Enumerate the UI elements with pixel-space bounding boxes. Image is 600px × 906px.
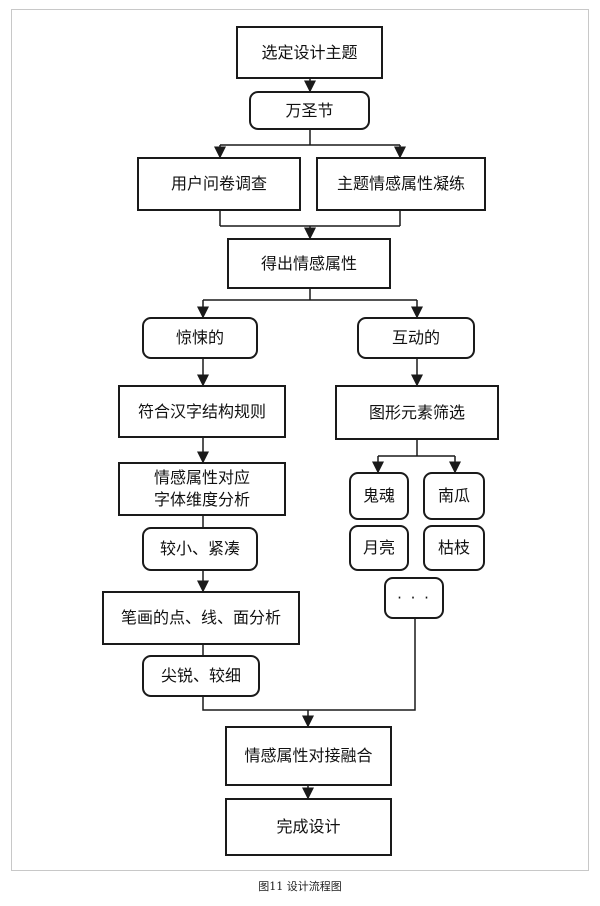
sharp-thin-box: 尖锐、较细 <box>142 655 260 697</box>
graphic-filter-box: 图形元素筛选 <box>335 385 499 440</box>
select-theme-box: 选定设计主题 <box>236 26 383 79</box>
small-compact-box: 较小、紧凑 <box>142 527 258 571</box>
ghost-box: 鬼魂 <box>349 472 409 520</box>
figure-caption: 图11 设计流程图 <box>258 880 342 893</box>
interactive-box: 互动的 <box>357 317 475 359</box>
merge-to-derive <box>219 211 401 227</box>
moon-box: 月亮 <box>349 525 409 571</box>
complete-box: 完成设计 <box>225 798 392 856</box>
pumpkin-box: 南瓜 <box>423 472 485 520</box>
merge-box: 情感属性对接融合 <box>225 726 392 786</box>
merge-to-merge-box <box>202 619 416 711</box>
survey-box: 用户问卷调查 <box>137 157 301 211</box>
split-derive <box>203 289 417 301</box>
split-graphic <box>378 440 455 457</box>
hanzi-rules-box: 符合汉字结构规则 <box>118 385 286 438</box>
branch-box: 枯枝 <box>423 525 485 571</box>
theme-condense-box: 主题情感属性凝练 <box>316 157 486 211</box>
stroke-analysis-box: 笔画的点、线、面分析 <box>102 591 300 645</box>
thrilling-box: 惊悚的 <box>142 317 258 359</box>
diagram-frame <box>11 9 589 871</box>
font-dimension-box: 情感属性对应 字体维度分析 <box>118 462 286 516</box>
split-halloween <box>220 130 400 146</box>
derive-attr-box: 得出情感属性 <box>227 238 391 289</box>
more-box: · · · <box>384 577 444 619</box>
halloween-box: 万圣节 <box>249 91 370 130</box>
